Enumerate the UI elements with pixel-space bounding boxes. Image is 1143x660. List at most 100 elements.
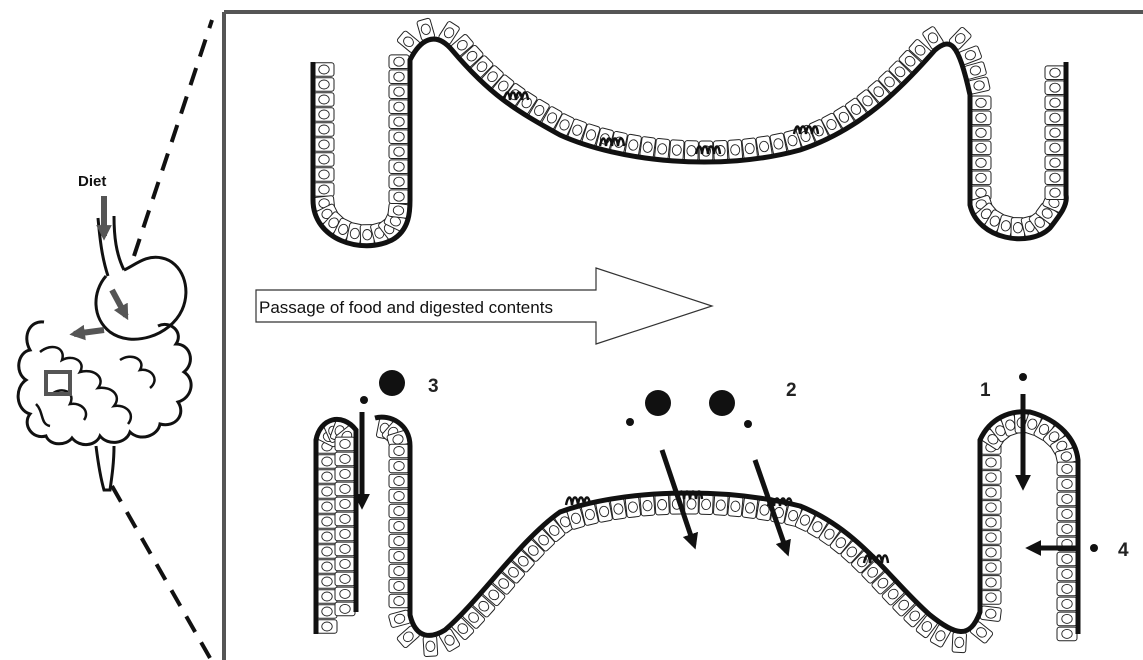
epithelial-cell [317,560,337,574]
epithelial-cell [317,605,337,619]
epithelial-cell [1057,462,1077,476]
epithelial-cell [742,138,758,159]
epithelial-cell [335,497,355,511]
epithelial-cell [971,126,991,140]
small-molecule-4 [1090,544,1098,552]
epithelial-cell [389,145,409,159]
large-molecule-3 [379,370,405,396]
epithelial-cell [314,153,334,167]
small-molecule-3 [360,396,368,404]
bottom-epithelial-cells [316,413,1077,657]
small-molecule-1 [1019,373,1027,381]
epithelial-cell [389,489,409,503]
epithelial-cell [1045,186,1065,200]
epithelial-cell [1045,66,1065,80]
epithelial-cell [335,527,355,541]
epithelial-cell [314,168,334,182]
epithelial-cell [1057,552,1077,566]
epithelial-cell [1045,141,1065,155]
epithelial-cell [1057,597,1077,611]
epithelial-cell [389,459,409,473]
epithelial-cell [1045,171,1065,185]
epithelial-cell [317,515,337,529]
epithelial-cell [317,545,337,559]
epithelial-cell [314,183,334,197]
epithelial-cell [335,572,355,586]
epithelial-cell [389,130,409,144]
epithelial-cell [317,455,337,469]
intestine-inner-coils [36,347,155,426]
epithelial-cell [335,557,355,571]
epithelial-cell [1057,477,1077,491]
epithelial-cell [389,594,409,608]
epithelial-cell [728,496,743,517]
epithelial-cell [335,587,355,601]
epithelial-cell [981,561,1001,575]
epithelial-cell [314,123,334,137]
epithelial-cell [389,504,409,518]
epithelial-cell [335,452,355,466]
epithelial-cell [317,470,337,484]
epithelial-cell [610,498,626,520]
epithelial-cell [1045,111,1065,125]
zoom-line-top [134,20,212,256]
marker-label-3: 3 [428,376,439,397]
duodenum-arrow [74,330,104,334]
epithelial-cell [389,115,409,129]
epithelial-cell [335,542,355,556]
epithelial-cell [317,485,337,499]
epithelial-cell [971,141,991,155]
absorption-markers: 3 2 1 4 [360,370,1129,561]
epithelial-cell [625,496,641,517]
epithelial-cell [971,156,991,170]
epithelial-cell [314,78,334,92]
epithelial-cell [981,456,1001,470]
marker-label-1: 1 [980,380,991,401]
epithelial-cell [640,495,655,516]
epithelial-cell [1045,156,1065,170]
epithelial-cell [314,108,334,122]
large-molecule-2a [645,390,671,416]
epithelial-cell [389,70,409,84]
epithelial-cell [1057,567,1077,581]
epithelial-cell [423,636,438,657]
top-epithelium [313,18,1066,246]
epithelial-cell [981,516,1001,530]
epithelial-cell [1057,507,1077,521]
epithelial-cell [389,579,409,593]
epithelial-cell [389,85,409,99]
small-molecule-2a [626,418,634,426]
epithelial-cell [389,100,409,114]
detail-frame [224,12,1143,660]
epithelial-cell [742,497,758,519]
epithelial-cell [389,160,409,174]
epithelial-cell [389,175,409,189]
epithelial-cell [981,471,1001,485]
epithelial-cell [389,190,409,204]
epithelial-cell [317,530,337,544]
epithelial-cell [625,134,642,156]
epithelial-cell [1057,612,1077,626]
epithelial-cell [981,546,1001,560]
epithelial-cell [728,139,743,160]
epithelial-cell [1057,522,1077,536]
epithelial-cell [317,575,337,589]
rectum [96,446,114,490]
epithelial-cell [971,96,991,110]
stomach-arrow [112,290,126,316]
epithelial-cell [335,467,355,481]
bottom-epithelium [316,412,1078,657]
epithelial-cell [981,486,1001,500]
large-molecule-2b [709,390,735,416]
epithelial-cell [314,63,334,77]
epithelial-cell [389,534,409,548]
epithelial-cell [1045,126,1065,140]
epithelial-cell [1045,96,1065,110]
epithelial-cell [971,111,991,125]
marker-label-4: 4 [1118,540,1129,561]
epithelial-cell [389,564,409,578]
epithelial-cell [971,171,991,185]
epithelial-cell [314,138,334,152]
epithelial-cell [655,494,670,515]
epithelial-cell [389,549,409,563]
